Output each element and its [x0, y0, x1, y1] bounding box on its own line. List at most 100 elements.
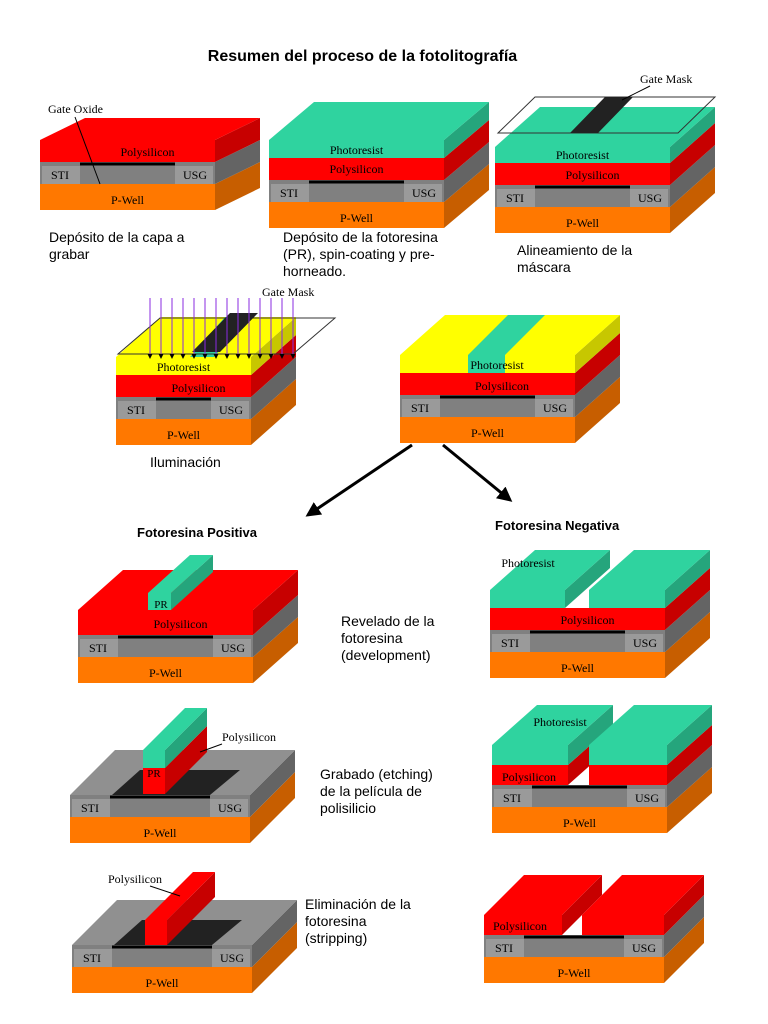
s3-pwell-layer-side [670, 167, 715, 233]
n2-pwell-layer-front [492, 807, 667, 833]
p2-usg-block [210, 799, 248, 817]
n3-poly-left-top [484, 875, 602, 915]
p3-pwell-label: P-Well [145, 976, 179, 990]
s2-photoresist-label: Photoresist [330, 143, 384, 157]
p2-sti-layer [70, 750, 295, 817]
p1-sti-layer [78, 595, 298, 657]
p1-usg-label: USG [221, 641, 245, 655]
p2-pr-label: PR [147, 768, 161, 780]
s2-pwell-label: P-Well [340, 211, 374, 225]
s5-usg-block [535, 399, 573, 417]
s5-pwell-layer-front [400, 417, 575, 443]
n2-poly-left-front [492, 765, 568, 785]
s2-pwell-layer-side [444, 164, 489, 228]
n3-sti-layer-side [664, 895, 704, 957]
s2-photoresist-layer-side [444, 102, 489, 158]
s3-photoresist-layer [495, 107, 715, 163]
n2-photoresist-label: Photoresist [533, 715, 587, 729]
n1-sti-block [492, 634, 530, 652]
s2-usg-block [404, 184, 442, 202]
s3-gate-mask-bar [570, 97, 633, 133]
p1-sti-layer-front [78, 635, 253, 657]
n2-polysilicon-label: Polysilicon [502, 770, 556, 784]
n1-pwell-layer-front [490, 652, 665, 678]
s5-sti-label: STI [411, 401, 429, 415]
s3-photoresist-layer-front [495, 147, 670, 163]
s2-sti-layer-side [444, 142, 489, 202]
p3-pwell-layer-front [72, 967, 252, 993]
s1-polysilicon-layer [40, 118, 260, 162]
p1-pr-line-side [171, 555, 213, 610]
s5-sti-layer-front [400, 395, 575, 417]
s1-sti-block [42, 166, 80, 184]
n2-poly-right [589, 725, 712, 785]
s3-polysilicon-layer-side [670, 123, 715, 185]
s2-sti-layer [269, 142, 489, 202]
n1-sti-label: STI [501, 636, 519, 650]
caption-step1: Depósito de la capa a grabar [49, 229, 185, 262]
n3-poly-left-front [484, 915, 562, 935]
p1-pwell-label: P-Well [149, 666, 183, 680]
n1-sti-layer-side [665, 590, 710, 652]
n3-sti-layer-front [484, 935, 664, 957]
p2-pwell-layer-front [70, 817, 250, 843]
p1-pr-line [148, 555, 213, 610]
p2-sti-label: STI [81, 801, 99, 815]
p1-usg-block [213, 639, 251, 657]
p3-pwell-layer-side [252, 922, 297, 993]
n1-usg-label: USG [633, 636, 657, 650]
n3-pwell-layer-side [664, 917, 704, 983]
s4-sti-label: STI [127, 403, 145, 417]
s5-photoresist-label: Photoresist [470, 358, 524, 372]
p3-poly-line-side [167, 872, 215, 945]
n1-polysilicon-layer-front [490, 608, 665, 630]
s3-sti-layer-side [670, 145, 715, 207]
n3-pwell-layer-front [484, 957, 664, 983]
p2-pwell-layer [70, 772, 295, 843]
n2-pwell-label: P-Well [563, 816, 597, 830]
arrow-to-negative [442, 443, 513, 502]
p2-polysilicon-label: Polysilicon [222, 730, 276, 744]
n1-pwell-layer-side [665, 612, 710, 678]
p3-usg-block [212, 949, 250, 967]
s1-polysilicon-label: Polysilicon [120, 145, 174, 159]
s1-sti-label: STI [51, 168, 69, 182]
n3-poly-left-side [562, 875, 602, 935]
n1-resist-left-front [490, 590, 565, 608]
n3-sti-block [486, 939, 524, 957]
p1-pr-line-top [148, 555, 213, 593]
p3-sti-block [74, 949, 112, 967]
s3-mask-plate [496, 96, 717, 134]
p2-poly-line-front [143, 768, 165, 794]
n3-usg-label: USG [632, 941, 656, 955]
s1-polysilicon-layer-top [40, 118, 260, 140]
n3-pwell-layer [484, 917, 704, 983]
s5-pwell-layer-side [575, 377, 620, 443]
s3-photoresist-label: Photoresist [556, 148, 610, 162]
s4-gate-mask-bar [192, 313, 258, 352]
s2-photoresist-layer [269, 102, 489, 158]
s5-pwell-label: P-Well [471, 426, 505, 440]
page-title: Resumen del proceso de la fotolitografía [207, 48, 518, 65]
n2-sti-layer [492, 745, 712, 807]
heading-negative: Fotoresina Negativa [495, 518, 620, 533]
s2-polysilicon-layer-front [269, 158, 444, 180]
n2-poly-right-front [589, 765, 667, 785]
s3-usg-block [630, 189, 668, 207]
arrow-to-positive [305, 443, 413, 517]
s3-polysilicon-label: Polysilicon [565, 168, 619, 182]
s4-gate-mask-label: Gate Mask [262, 285, 314, 299]
n1-polysilicon-label: Polysilicon [560, 613, 614, 627]
n3-poly-right [582, 875, 704, 935]
s3-sti-block [497, 189, 535, 207]
n3-poly-right-side [664, 875, 704, 935]
s4-usg-block [211, 401, 249, 419]
n3-pwell-label: P-Well [557, 966, 591, 980]
n2-resist-right [589, 705, 712, 765]
s2-polysilicon-label: Polysilicon [329, 162, 383, 176]
n1-resist-left-top [490, 550, 610, 590]
s3-gate-mask-label: Gate Mask [640, 72, 692, 86]
n2-poly-right-side [667, 725, 712, 785]
n3-poly-right-front [582, 915, 664, 935]
s2-pwell-layer-front [269, 202, 444, 228]
